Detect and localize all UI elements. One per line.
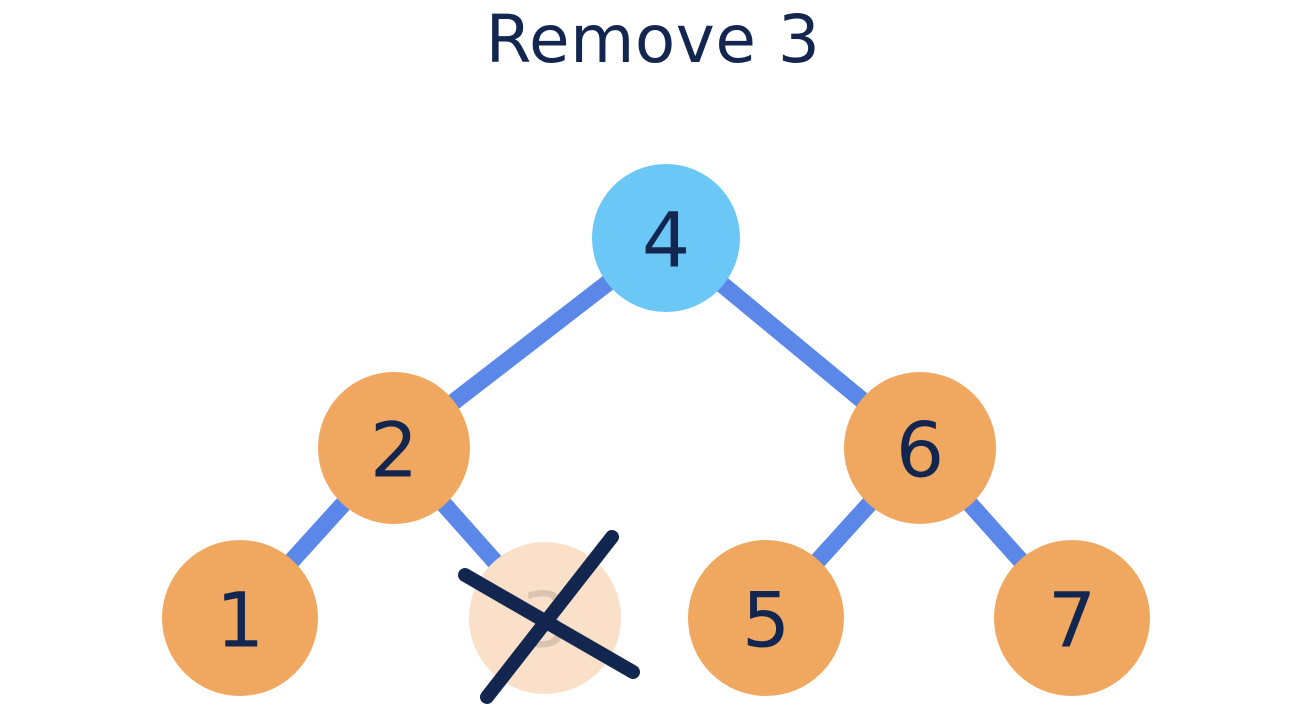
tree-node-4[interactable]: 4 [592,164,740,312]
node-label-6: 6 [896,406,944,495]
node-layer: 4261357 [162,164,1150,696]
node-label-1: 1 [216,576,264,665]
tree-node-6[interactable]: 6 [844,372,996,524]
node-label-4: 4 [642,196,690,285]
node-label-7: 7 [1048,576,1096,665]
tree-node-5[interactable]: 5 [688,540,844,696]
tree-node-2[interactable]: 2 [318,372,470,524]
node-label-5: 5 [742,576,790,665]
node-circle-2[interactable] [318,372,470,524]
node-circle-6[interactable] [844,372,996,524]
tree-node-1[interactable]: 1 [162,540,318,696]
node-circle-1[interactable] [162,540,318,696]
tree-node-7[interactable]: 7 [994,540,1150,696]
node-circle-7[interactable] [994,540,1150,696]
page-title: Remove 3 [485,1,821,78]
node-circle-4[interactable] [592,164,740,312]
cross-mark-stroke-2-icon [480,530,619,704]
node-label-2: 2 [370,406,418,495]
cross-mark-layer [458,530,640,704]
node-circle-5[interactable] [688,540,844,696]
